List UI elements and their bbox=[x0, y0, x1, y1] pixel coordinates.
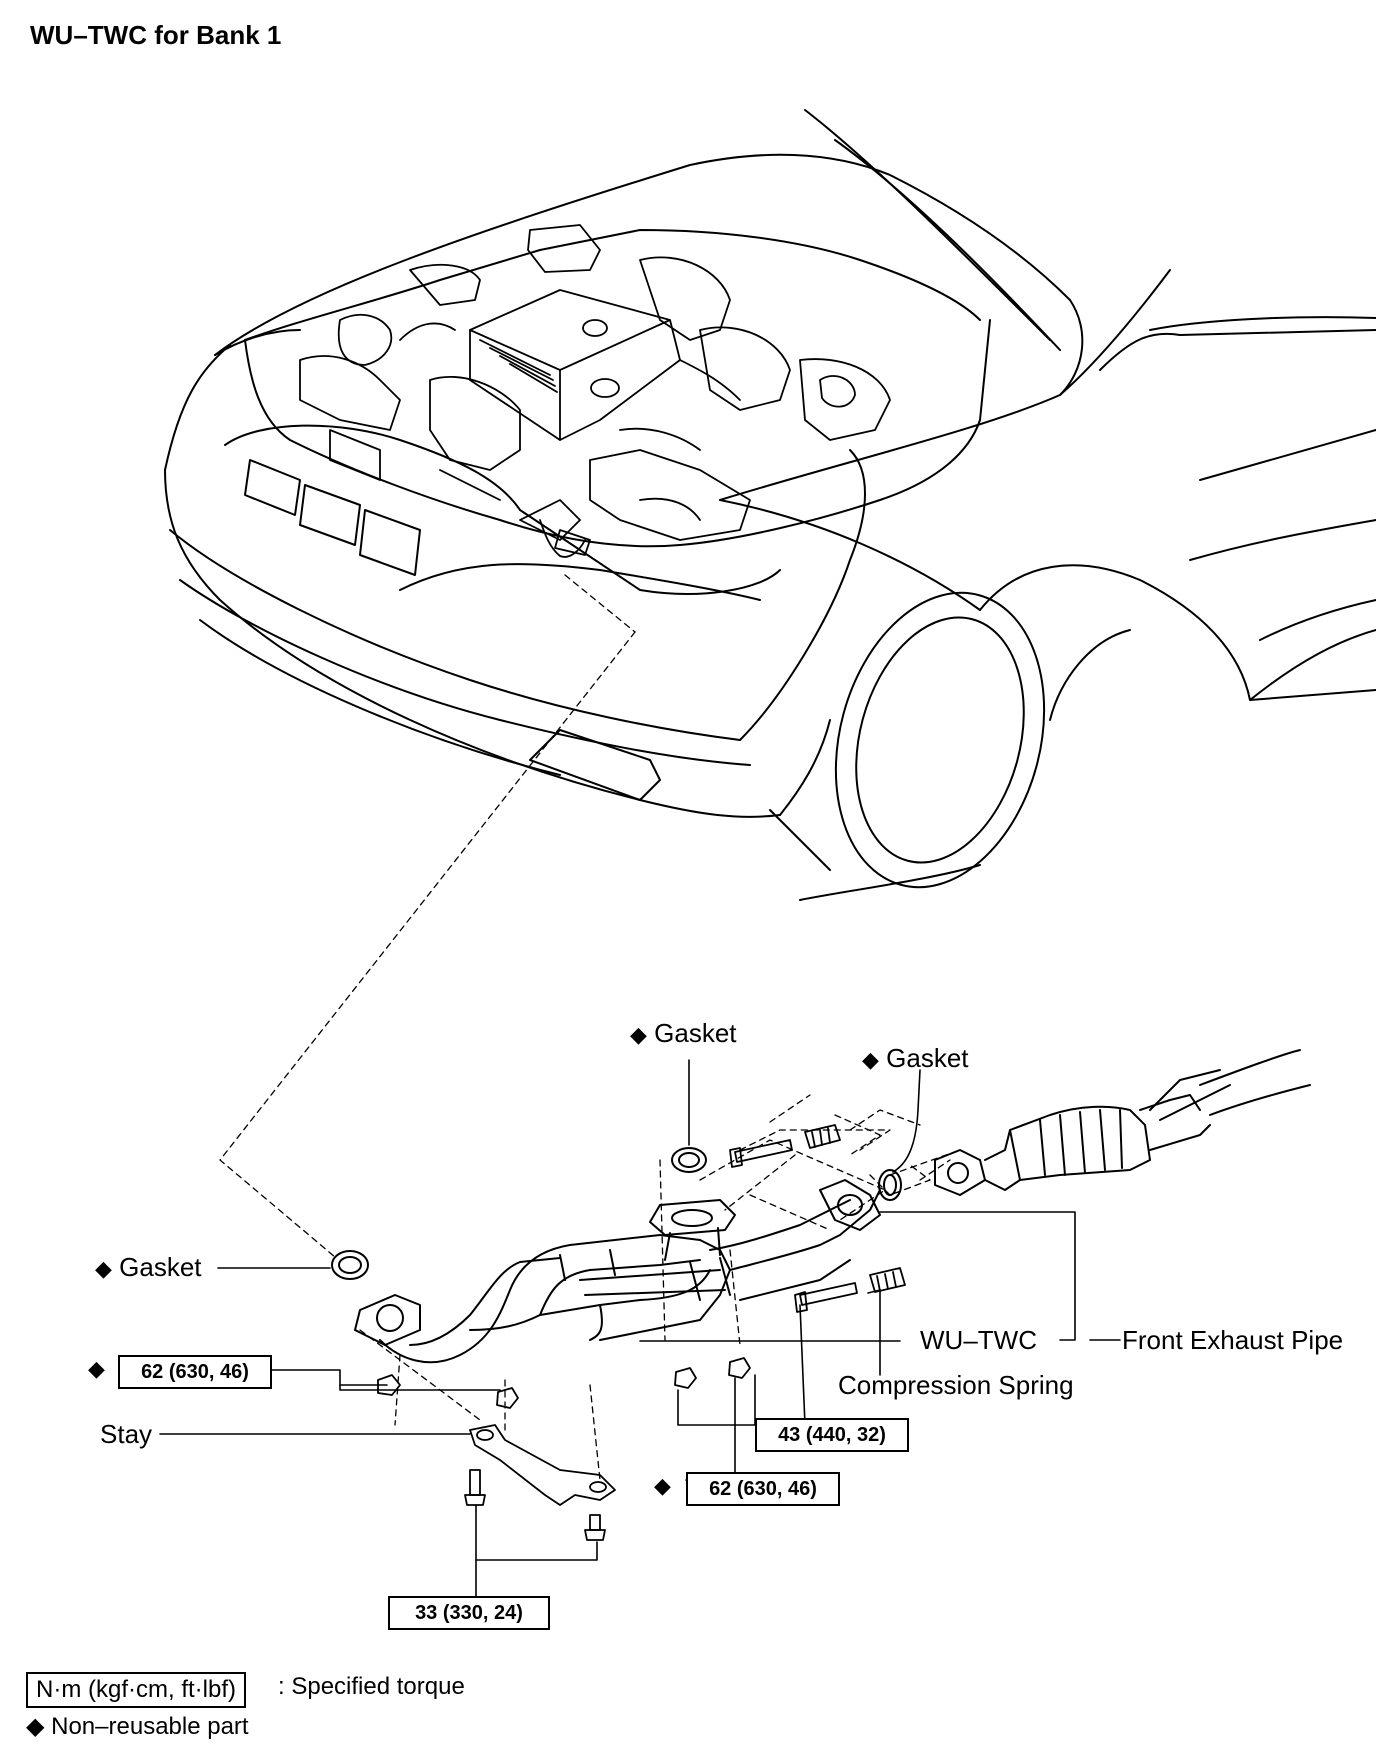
front-exhaust-pipe-assembly bbox=[934, 1049, 1311, 1196]
engine-illustration bbox=[299, 224, 891, 558]
gaskets bbox=[331, 1147, 902, 1280]
non-reusable-diamond-icon: ◆ bbox=[88, 1356, 105, 1381]
torque-43: 43 (440, 32) bbox=[755, 1418, 909, 1452]
car-body-illustration bbox=[164, 109, 1376, 901]
reference-dashed-lines bbox=[219, 574, 961, 1481]
gasket-top-right-label: ◆ Gasket bbox=[862, 1043, 969, 1073]
non-reusable-legend-text: ◆ Non–reusable part bbox=[26, 1713, 249, 1740]
torque-unit-legend-box: N·m (kgf·cm, ft·lbf) bbox=[26, 1672, 246, 1708]
wu-twc-assembly bbox=[354, 1179, 881, 1364]
torque-unit-legend-text: : Specified torque bbox=[278, 1673, 465, 1700]
compression-spring-label: Compression Spring bbox=[838, 1370, 1074, 1400]
bolts-and-springs bbox=[377, 1124, 906, 1541]
gasket-left-label: ◆ Gasket bbox=[95, 1252, 202, 1282]
torque-62-right: 62 (630, 46) bbox=[686, 1472, 840, 1506]
gasket-top-label: ◆ Gasket bbox=[630, 1018, 737, 1048]
non-reusable-diamond-icon: ◆ bbox=[630, 1022, 647, 1047]
torque-62-left: 62 (630, 46) bbox=[118, 1355, 272, 1389]
front-exhaust-pipe-label: Front Exhaust Pipe bbox=[1122, 1325, 1344, 1355]
non-reusable-diamond-icon: ◆ bbox=[862, 1047, 879, 1072]
stay-label: Stay bbox=[100, 1419, 153, 1449]
page-title: WU–TWC for Bank 1 bbox=[30, 20, 282, 50]
non-reusable-diamond-icon: ◆ bbox=[654, 1473, 671, 1498]
wu-twc-label: WU–TWC bbox=[920, 1325, 1037, 1355]
torque-33: 33 (330, 24) bbox=[388, 1596, 550, 1630]
non-reusable-diamond-icon: ◆ bbox=[95, 1256, 112, 1281]
